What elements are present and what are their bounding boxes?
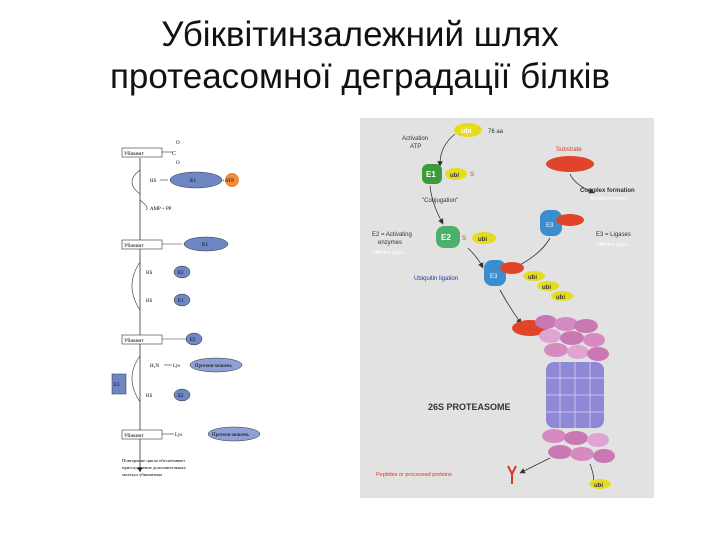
ubi-on-e1 <box>445 168 467 180</box>
proteasome-label: 26S PROTEASOME <box>428 402 511 412</box>
svg-text:C: C <box>172 151 176 157</box>
ubi-label-top: ubi <box>461 128 472 135</box>
e2-activating-line-2: enzymes <box>378 240 402 246</box>
proteasome-cap-top <box>535 315 609 361</box>
ubiquitin-label-4: Убиквит <box>124 432 145 439</box>
e2-label-3: E2 <box>178 394 184 399</box>
ubi-on-e2 <box>472 232 496 244</box>
hs-label-1: HS <box>150 179 157 184</box>
svg-text:ubi: ubi <box>542 285 551 291</box>
e2-ellipse-3 <box>173 388 191 402</box>
title-line-1: Убіквітинзалежний шлях <box>161 15 559 54</box>
svg-text:+: + <box>222 179 225 184</box>
e3-label-top: E3 <box>546 223 554 229</box>
target-protein-label-1: Протеин-мишень <box>195 364 233 369</box>
ubi-chain-1 <box>523 271 545 281</box>
svg-text:O: O <box>176 141 180 146</box>
ubiquitin-box-3 <box>121 334 163 345</box>
atp-circle <box>225 173 239 187</box>
complex-formation-label: Complex formation <box>580 188 635 194</box>
activation-atp-label: ATP <box>410 144 421 150</box>
peptides-label: Peptides or processed proteins <box>376 472 452 478</box>
substrate-on-e3 <box>556 214 584 226</box>
e1-shape <box>422 164 442 184</box>
target-protein-ellipse-2 <box>207 426 261 442</box>
e2-label-2: E2 <box>190 338 196 343</box>
e3-label: E3 <box>114 383 120 388</box>
e2-label-1: E2 <box>178 271 184 276</box>
e3-shape-top <box>540 210 562 236</box>
e3-shape-ligation <box>484 260 506 286</box>
ubi-chain-3 <box>551 291 573 301</box>
activation-label: Activation <box>402 136 428 142</box>
proteasome-pathway-diagram: ubi 76 aa Activation ATP Substrate E1 ub… <box>372 123 635 489</box>
e1-ellipse-2 <box>183 236 229 252</box>
lys-label-1: Lys <box>173 364 180 369</box>
right-proteasome-panel: ubi 76 aa Activation ATP Substrate E1 ub… <box>360 118 654 498</box>
ubiquitin-ligation-label: Ubiquitin ligation <box>414 276 458 282</box>
footnote-line-3: молекул убиквитина <box>122 472 162 477</box>
lys-label-2: Lys <box>175 433 182 438</box>
slide-title: Убіквітинзалежний шлях протеасомної дегр… <box>0 14 720 98</box>
footnote-line-2: присоединение дополнительных <box>122 465 186 470</box>
svg-text:ubi: ubi <box>478 237 487 243</box>
e1-ellipse-1 <box>169 171 223 189</box>
ubi-size-label: 76 aa <box>488 129 504 135</box>
e1-label-1: E1 <box>190 178 196 184</box>
conjugation-label: "Conjugation" <box>422 198 458 204</box>
e2-shape <box>436 226 460 248</box>
e2-ellipse-1 <box>173 265 191 279</box>
ubiquitin-box-4 <box>121 429 163 440</box>
svg-text:ubi: ubi <box>450 173 459 179</box>
ubi-chain-2 <box>537 281 559 291</box>
proteasome-core <box>546 362 604 428</box>
hs-label-4: HS <box>146 394 153 399</box>
svg-text:ubi: ubi <box>556 295 565 301</box>
s-label-2: S <box>462 236 466 242</box>
svg-text:ubi: ubi <box>594 483 603 489</box>
footnote-line-1: Повторение цикла обеспечивает <box>122 458 185 463</box>
ancillary-label: Ancillary proteins <box>590 196 629 202</box>
substrate-label: Substrate <box>556 147 582 153</box>
ubiquitin-label-3: Убиквит <box>124 337 145 344</box>
ubiquitin-label-1: Убиквит <box>124 150 145 157</box>
svg-text:O: O <box>176 161 180 166</box>
e3-ligases-label: E3 = Ligases <box>596 232 631 238</box>
e2-activating-line-1: E2 = Activating <box>372 232 412 238</box>
e2-label: E2 <box>441 233 451 242</box>
different-types-label-2: Different types <box>596 242 629 248</box>
peptide-fragments <box>507 465 517 484</box>
different-types-label-1: Different types <box>372 250 405 256</box>
e1-ellipse-3 <box>173 293 191 307</box>
e1-label: E1 <box>426 170 436 179</box>
hs-label-3: HS <box>146 299 153 304</box>
left-ubiquitination-scheme: Убиквит C O O HS E1 + ATP AMP + PP Убикв… <box>111 141 261 477</box>
s-label-1: S <box>470 172 474 178</box>
e2-ellipse-2 <box>185 332 203 346</box>
e1-label-2: E1 <box>202 242 208 248</box>
svg-text:H₂N: H₂N <box>150 364 159 369</box>
ubi-free <box>454 123 482 137</box>
target-protein-ellipse-1 <box>189 357 243 373</box>
target-protein-label-2: Протеин-мишень <box>212 433 250 438</box>
amp-ppi-label: AMP + PP <box>150 207 172 212</box>
atp-label: ATP <box>225 179 234 184</box>
hs-label-2: HS <box>146 271 153 276</box>
title-line-2: протеасомної деградації білків <box>109 57 610 96</box>
svg-text:E3: E3 <box>490 274 498 280</box>
svg-text:ubi: ubi <box>528 275 537 281</box>
ubiquitin-box-1 <box>121 147 163 158</box>
ubi-recycled <box>589 479 611 489</box>
e3-box <box>111 373 127 395</box>
e1-label-3: E1 <box>178 299 184 304</box>
proteasome-cap-bottom <box>542 429 615 463</box>
ubiquitin-label-2: Убиквит <box>124 242 145 249</box>
ubiquitin-box-2 <box>121 239 163 250</box>
substrate-ligation <box>500 262 524 274</box>
substrate-top <box>546 156 594 172</box>
